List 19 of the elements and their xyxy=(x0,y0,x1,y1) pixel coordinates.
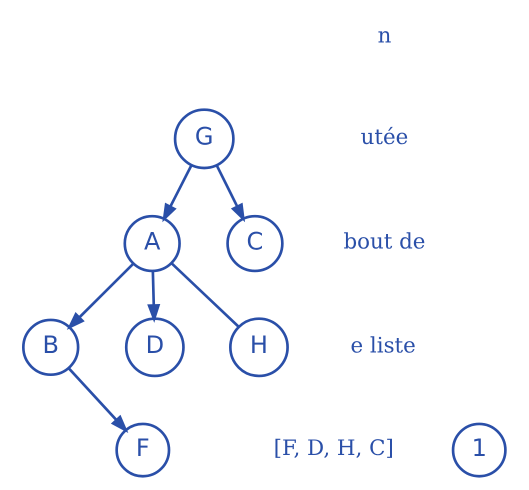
label: [F, D, H, C] xyxy=(274,436,394,462)
label: bout de xyxy=(343,230,426,255)
node-circle: A xyxy=(123,214,181,272)
node-circle: D xyxy=(124,317,185,378)
arrow xyxy=(162,164,193,222)
arrow xyxy=(66,262,134,330)
arrow xyxy=(216,164,246,222)
label: e liste xyxy=(350,333,416,358)
arrow xyxy=(68,368,128,434)
node-circle: G xyxy=(174,108,235,170)
connector xyxy=(170,262,240,328)
arrow xyxy=(147,271,160,323)
node-circle: H xyxy=(229,317,289,378)
node-circle: F xyxy=(115,422,170,478)
node-circle: B xyxy=(22,318,80,376)
node-circle: C xyxy=(226,214,284,272)
label: utée xyxy=(360,124,408,150)
label: n xyxy=(378,24,392,49)
node-circle: 1 xyxy=(452,422,507,478)
